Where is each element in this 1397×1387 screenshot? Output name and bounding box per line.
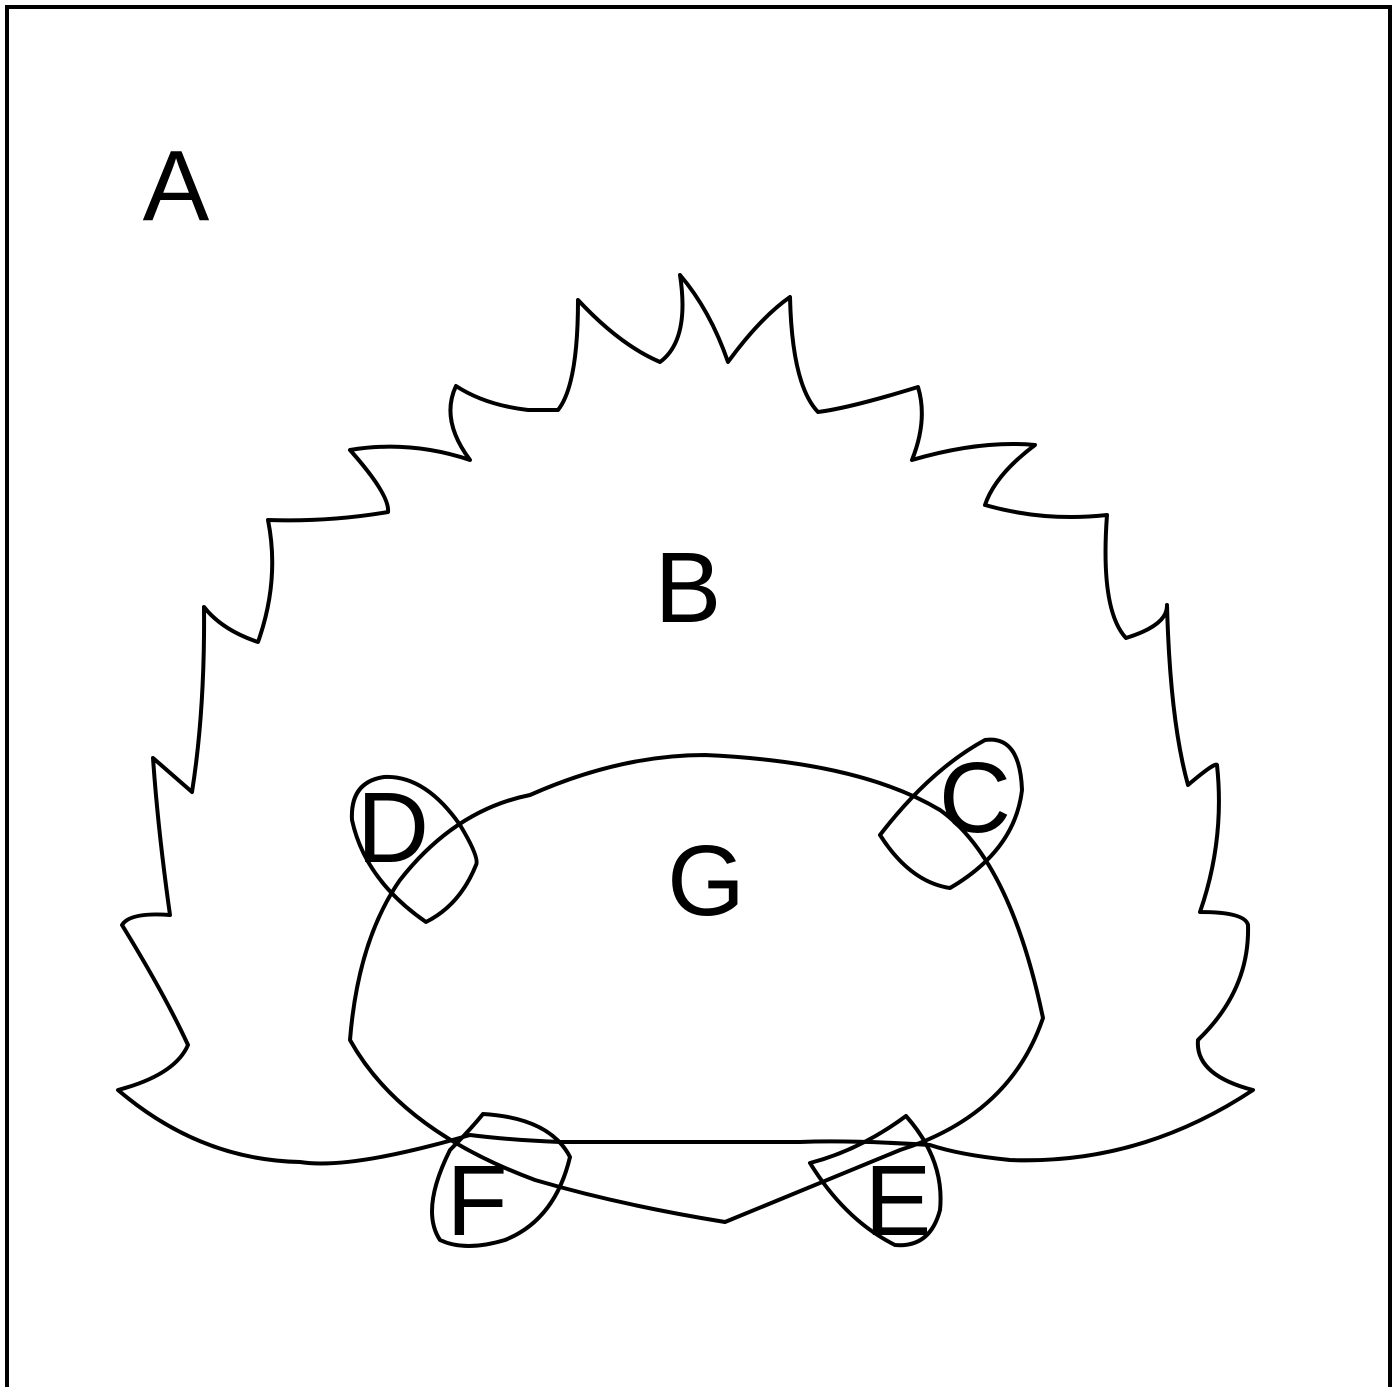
spiky-body-outline [118, 275, 1253, 1163]
label-region-e: E [865, 1145, 932, 1257]
label-region-c: C [939, 742, 1011, 854]
label-region-b: B [655, 532, 722, 644]
label-region-a: A [143, 130, 210, 242]
label-region-f: F [446, 1145, 507, 1257]
label-region-g: G [667, 825, 745, 937]
label-region-d: D [357, 772, 429, 884]
outer-frame [7, 7, 1390, 1387]
